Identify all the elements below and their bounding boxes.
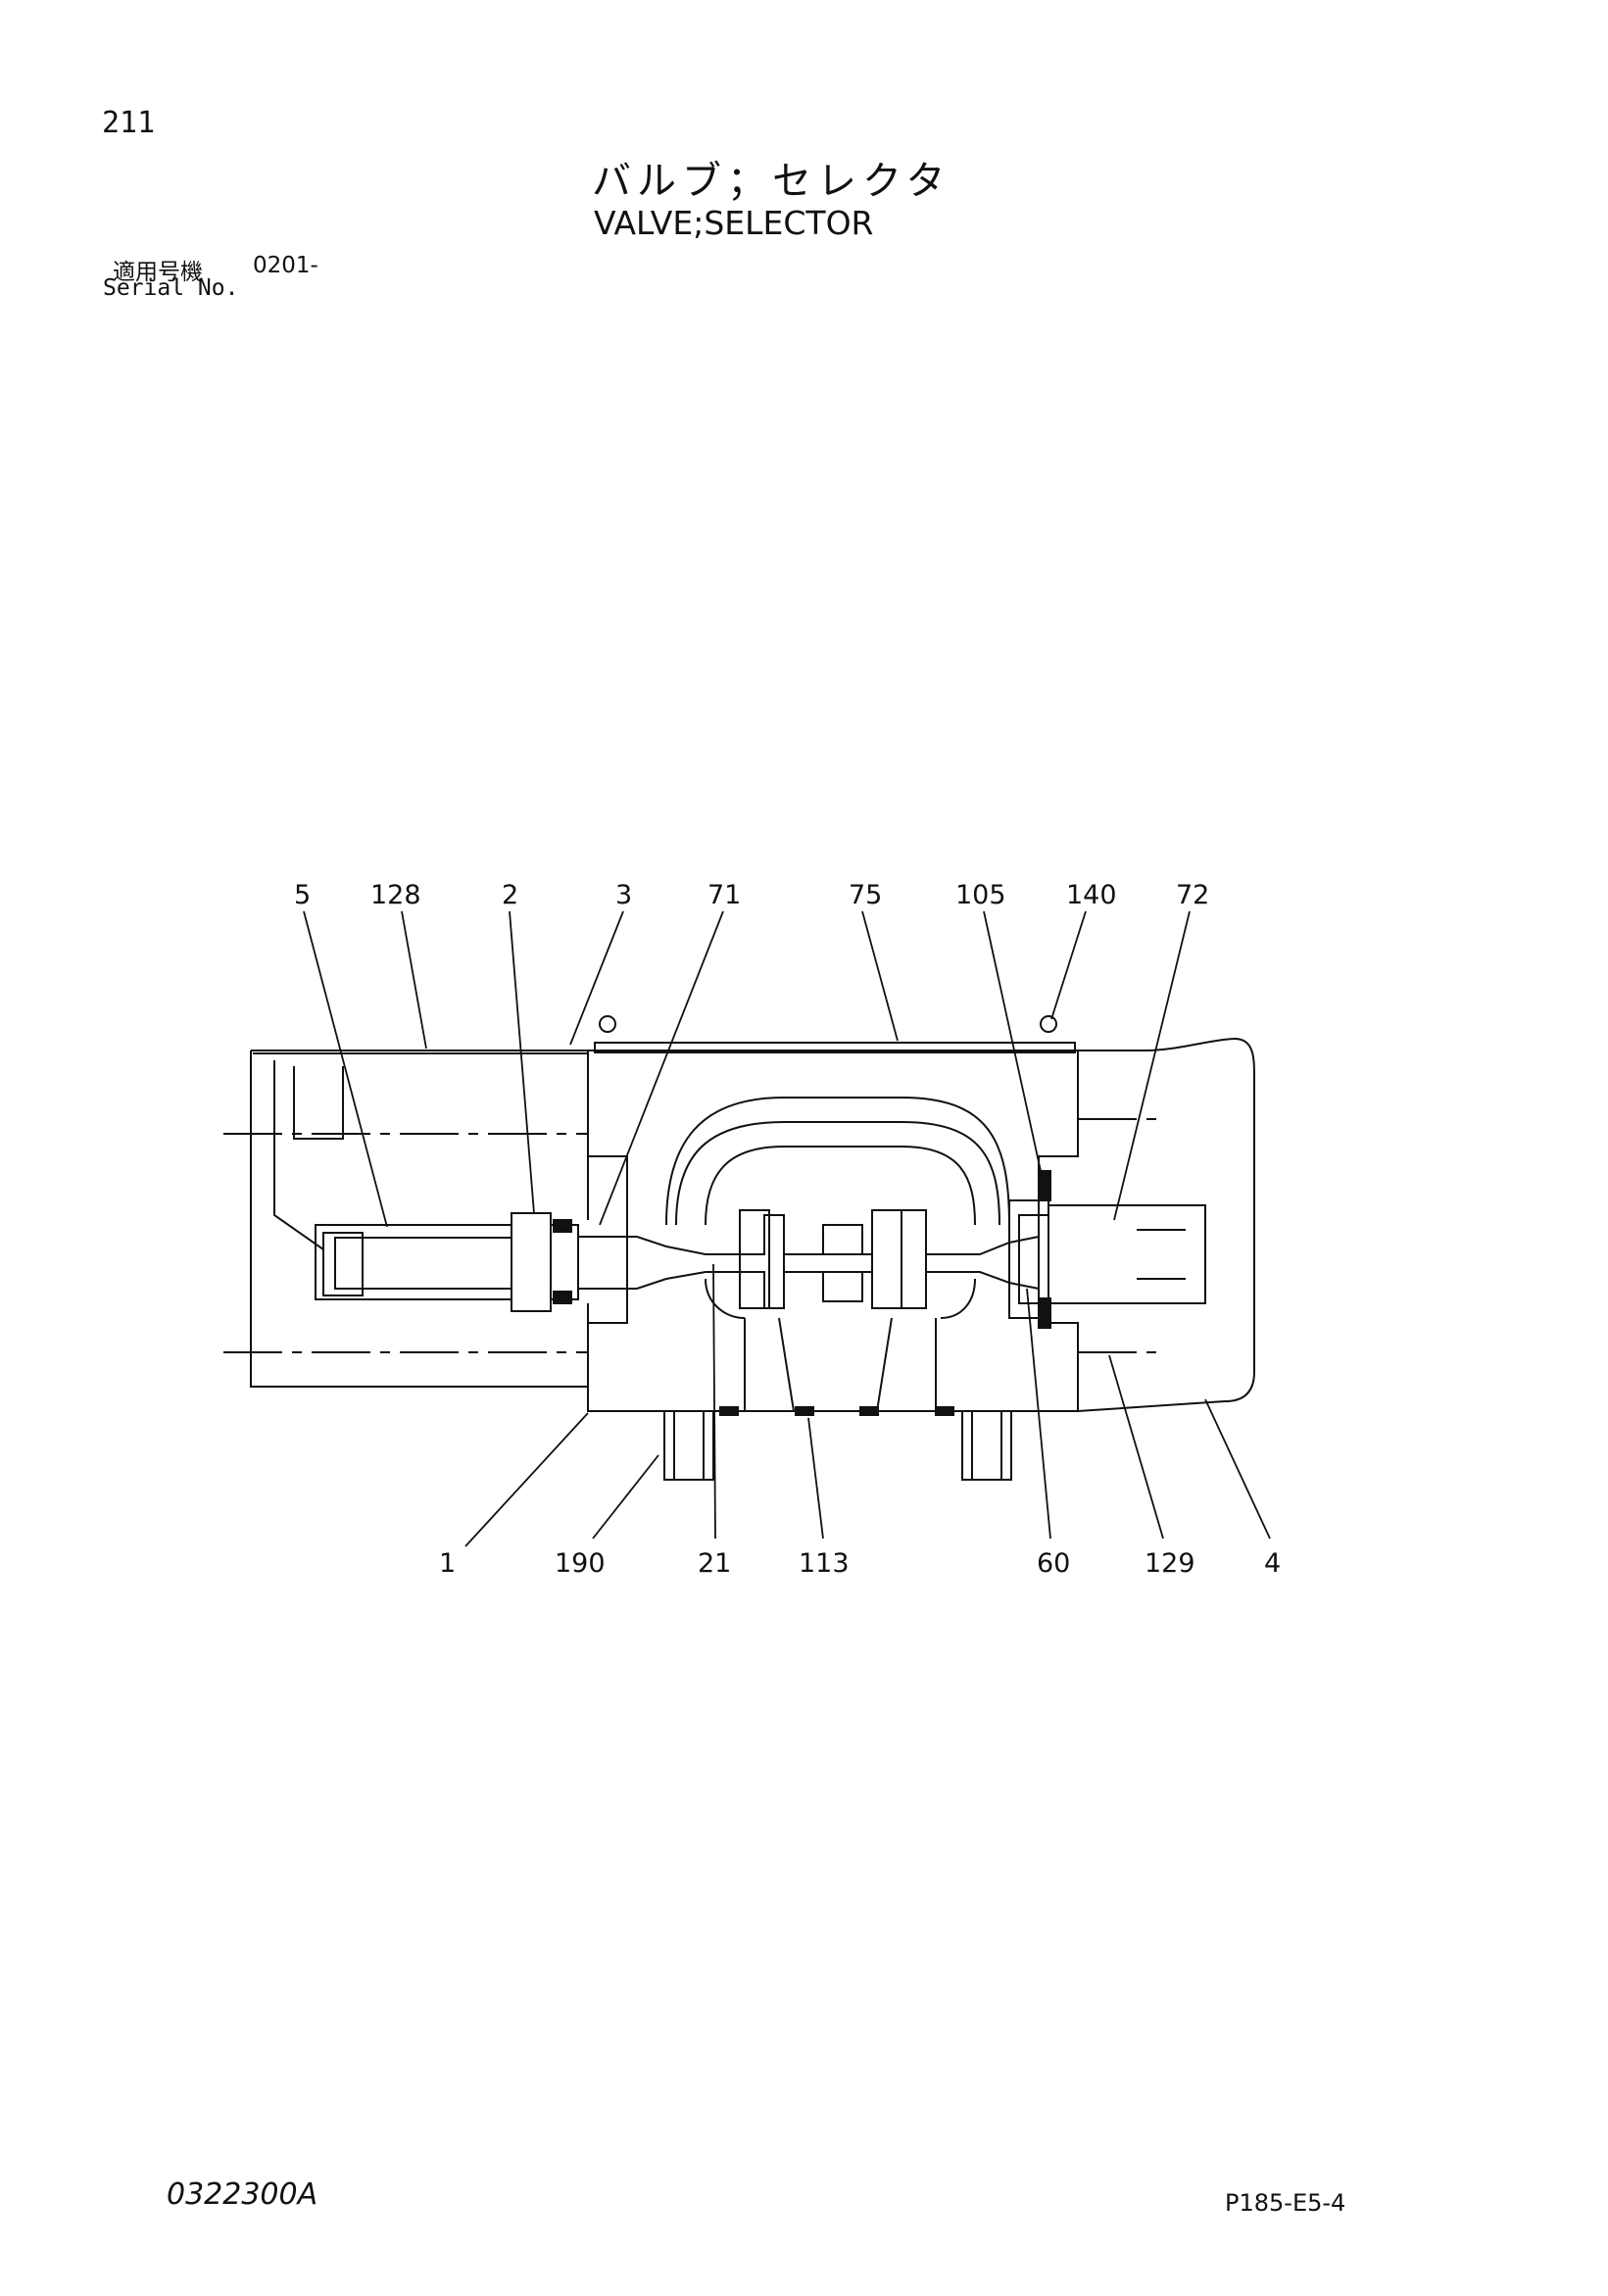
callout-1: 1: [439, 1548, 456, 1579]
spool: [577, 1209, 1040, 1309]
drawing-code: 0322300A: [167, 2177, 318, 2212]
serial-label-english: Serial No.: [103, 275, 239, 301]
page-reference: P185-E5-4: [1225, 2189, 1346, 2217]
callout-190: 190: [555, 1548, 606, 1579]
callout-71: 71: [707, 880, 741, 910]
valve-body: [587, 1015, 1079, 1481]
callout-3: 3: [615, 880, 632, 910]
serial-label-japanese: 適用号機: [113, 260, 203, 285]
callout-75: 75: [849, 880, 882, 910]
callout-4: 4: [1264, 1548, 1281, 1579]
title-english: VALVE;SELECTOR: [594, 204, 874, 242]
callout-105: 105: [955, 880, 1006, 910]
solenoid: [315, 1212, 579, 1312]
callout-5: 5: [294, 880, 311, 910]
right-cover: [1008, 1037, 1255, 1412]
callout-140: 140: [1066, 880, 1117, 910]
callout-72: 72: [1176, 880, 1209, 910]
leader-lines: [303, 910, 1271, 1547]
callout-129: 129: [1145, 1548, 1195, 1579]
callout-128: 128: [370, 880, 421, 910]
left-cover-housing: [250, 1050, 589, 1388]
callout-2: 2: [502, 880, 518, 910]
callout-113: 113: [799, 1548, 850, 1579]
serial-number-value: 0201-: [253, 253, 318, 278]
title-japanese: バルブ；セレクタ: [592, 159, 951, 204]
callout-21: 21: [698, 1548, 731, 1579]
callouts-bottom: 1 190 21 113 60 129 4: [439, 1548, 1281, 1579]
callouts-top: 5 128 2 3 71 75 105 140 72: [294, 880, 1209, 910]
page-number: 211: [102, 106, 156, 140]
callout-60: 60: [1037, 1548, 1070, 1579]
